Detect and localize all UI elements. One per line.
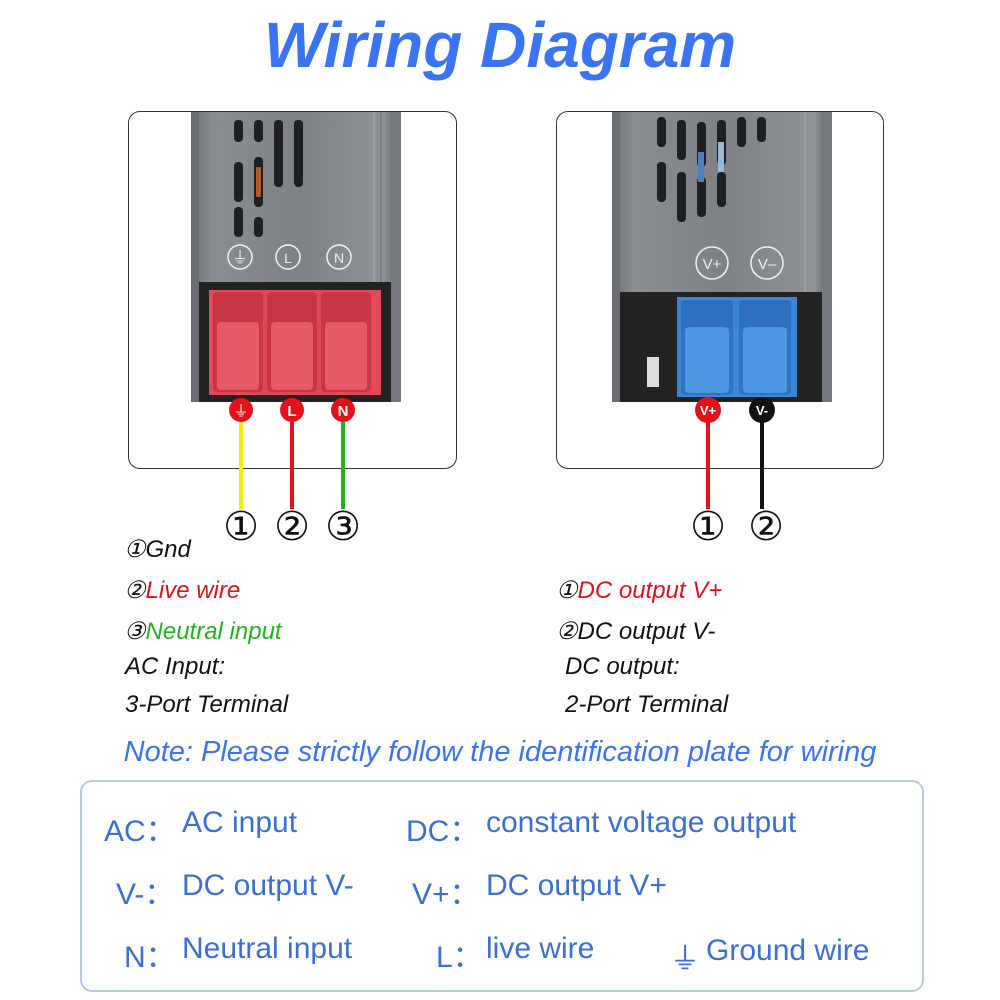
legend-n-value: Neutral input <box>182 932 353 965</box>
left-item-live: ②Live wire <box>124 576 240 605</box>
left-item-num: ② <box>124 577 146 604</box>
legend-vminus-key: V-： <box>116 878 175 911</box>
plate-n-symbol: N <box>334 250 344 266</box>
right-caption-1: DC output: <box>565 653 680 680</box>
left-item-gnd: ①Gnd <box>124 535 191 564</box>
legend-n-key: N： <box>124 941 176 974</box>
legend-l-value: live wire <box>486 932 595 965</box>
right-item-num: ② <box>556 618 578 645</box>
plate-ground-symbol: ⏚ <box>232 248 248 267</box>
legend-l-key: L： <box>436 941 483 974</box>
right-caption-2: 2-Port Terminal <box>565 691 729 718</box>
legend-dc-value: constant voltage output <box>486 806 797 839</box>
legend-ground-value: Ground wire <box>706 934 870 967</box>
left-caption-1: AC Input: <box>125 653 226 680</box>
right-item-vplus: ①DC output V+ <box>556 576 722 605</box>
left-item-text: Neutral input <box>145 618 282 645</box>
ac-input-panel: ⏚ L N <box>128 111 457 469</box>
dc-output-panel: V+ V– <box>556 111 884 469</box>
abbreviation-legend: AC： AC input DC： constant voltage output… <box>80 780 924 992</box>
left-item-text: Live wire <box>145 577 241 604</box>
ground-icon: ⏚ <box>670 942 700 977</box>
plate-vminus-symbol: V– <box>758 256 777 273</box>
right-item-text: DC output V+ <box>577 577 723 604</box>
legend-ac-key: AC： <box>104 815 176 848</box>
left-item-num: ① <box>124 536 146 563</box>
dc-power-supply-image: V+ V– <box>612 112 832 402</box>
plate-l-symbol: L <box>284 250 292 266</box>
legend-vminus-value: DC output V- <box>182 869 354 902</box>
legend-ac-value: AC input <box>182 806 298 839</box>
left-item-num: ③ <box>124 618 146 645</box>
left-item-neutral: ③Neutral input <box>124 617 282 646</box>
legend-vplus-value: DC output V+ <box>486 869 667 902</box>
right-item-vminus: ②DC output V- <box>556 617 715 646</box>
left-number-3: ③ <box>325 504 361 550</box>
diagram-title: Wiring Diagram <box>263 9 737 81</box>
ac-power-supply-image: ⏚ L N <box>191 112 401 402</box>
left-number-1: ① <box>223 504 259 550</box>
right-number-1: ① <box>690 504 726 550</box>
right-item-num: ① <box>556 577 578 604</box>
legend-vplus-key: V+： <box>412 878 480 911</box>
left-caption-2: 3-Port Terminal <box>125 691 289 718</box>
left-item-text: Gnd <box>145 536 191 563</box>
left-number-2: ② <box>274 504 310 550</box>
plate-vplus-symbol: V+ <box>703 256 722 273</box>
right-item-text: DC output V- <box>577 618 716 645</box>
legend-dc-key: DC： <box>406 815 480 848</box>
wiring-note: Note: Please strictly follow the identif… <box>123 736 877 768</box>
right-number-2: ② <box>748 504 784 550</box>
